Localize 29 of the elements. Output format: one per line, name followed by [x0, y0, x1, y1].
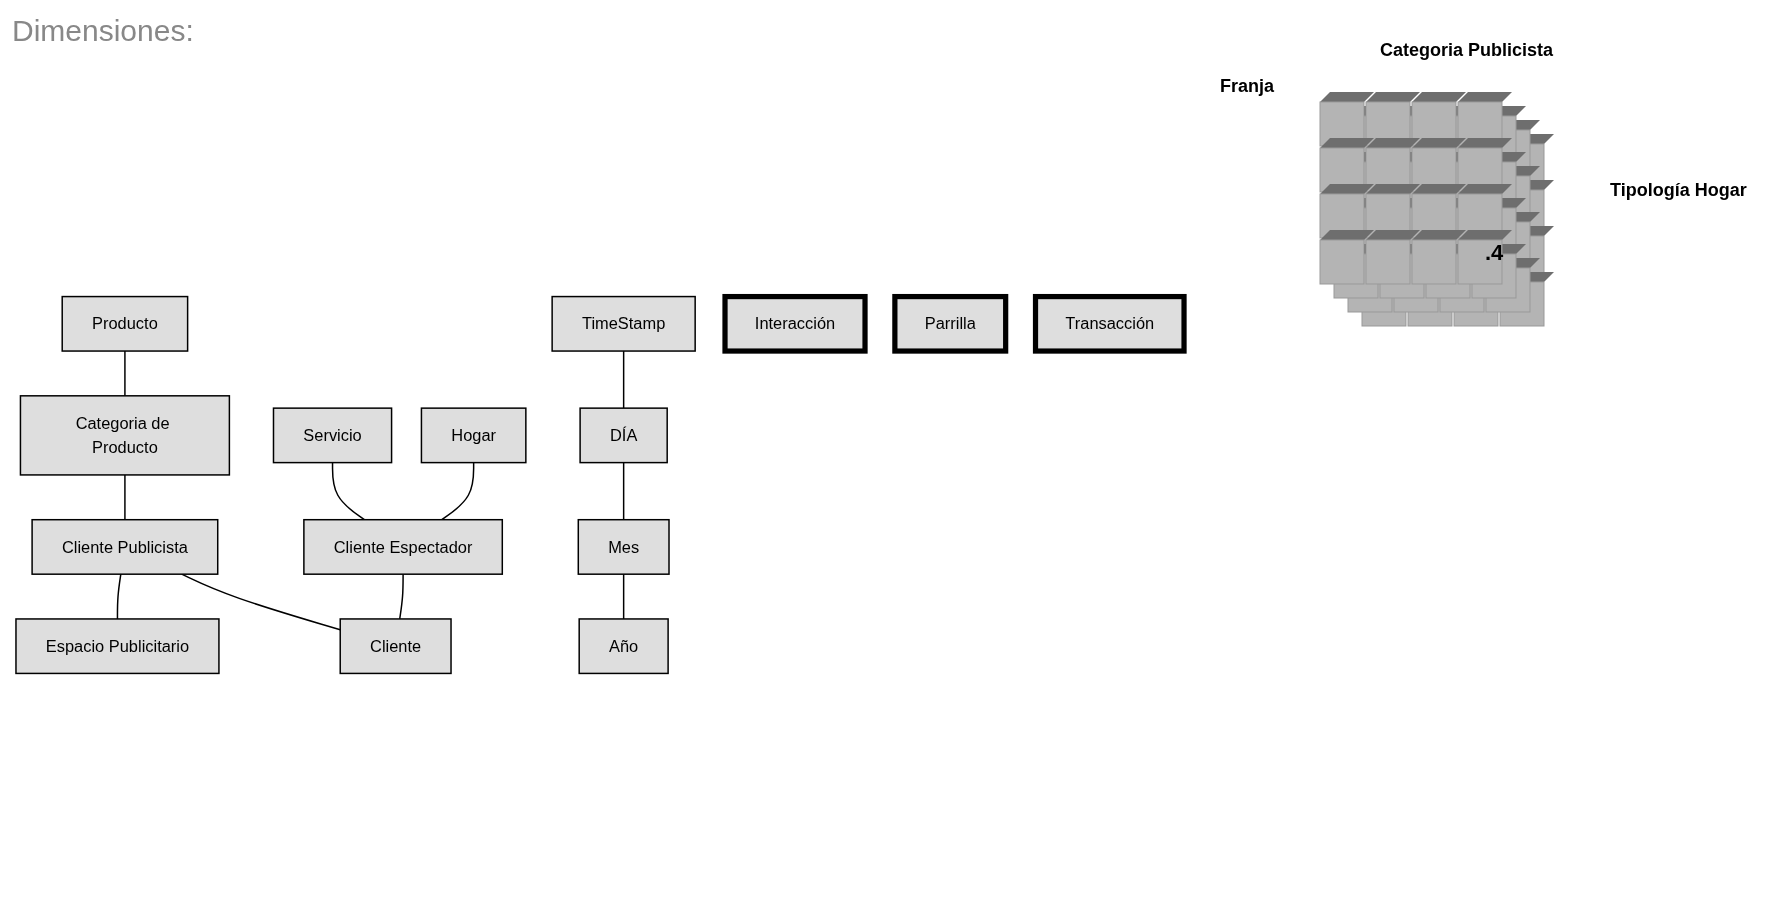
connector [622, 461, 625, 521]
connector [622, 350, 625, 409]
node-box: DÍA [579, 407, 668, 464]
node-box: Parrilla [892, 293, 1009, 354]
connector [441, 461, 475, 521]
axis-label: Franja [1220, 76, 1275, 97]
node-box: Interacción [722, 293, 868, 354]
axis-label: Categoria Publicista [1380, 40, 1554, 61]
node-box: TimeStamp [551, 295, 696, 352]
axis-label: Tipología Hogar [1610, 180, 1747, 201]
connector [124, 350, 126, 397]
cell-value: .4 [1485, 240, 1504, 266]
diagram-title: Dimensiones: [12, 14, 194, 48]
node-box: Hogar [420, 407, 527, 464]
node-box: Transacción [1032, 293, 1187, 354]
connector [331, 461, 366, 521]
connector [116, 573, 122, 620]
node-box: Servicio [272, 407, 393, 464]
node-box: Producto [61, 295, 189, 352]
node-box: Cliente Publicista [31, 518, 219, 575]
node-box: Cliente [339, 618, 452, 675]
node-box: Cliente Espectador [303, 518, 504, 575]
node-box: Categoria de Producto [19, 395, 231, 476]
node-box: Mes [577, 518, 670, 575]
node-box: Año [578, 618, 669, 675]
connector [124, 474, 126, 521]
node-box: Espacio Publicitario [15, 618, 220, 675]
connector [398, 573, 404, 620]
connector [622, 573, 625, 620]
